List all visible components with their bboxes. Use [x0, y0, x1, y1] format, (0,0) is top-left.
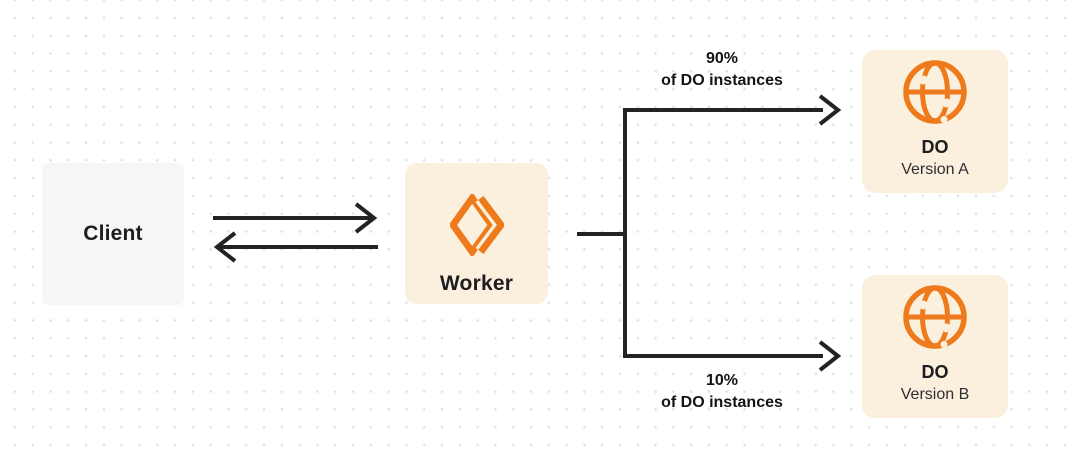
client-label: Client: [83, 222, 143, 245]
branch-b-label: 10% of DO instances: [612, 370, 832, 414]
branch-b-percent: 10%: [705, 372, 739, 389]
do-version-b-node: DO Version B: [862, 275, 1008, 418]
do-a-title: DO: [921, 137, 949, 157]
do-a-subtitle: Version A: [901, 161, 969, 178]
worker-label: Worker: [439, 271, 514, 295]
branch-a-caption: of DO instances: [661, 72, 783, 89]
branch-a-percent: 90%: [705, 50, 739, 67]
branch-b-caption: of DO instances: [661, 394, 783, 411]
worker-node: Worker: [405, 163, 548, 304]
workers-chevron-icon: [449, 193, 504, 256]
globe-icon: [902, 59, 968, 125]
client-to-worker-arrow: [213, 202, 378, 234]
branch-a-label: 90% of DO instances: [612, 48, 832, 92]
branch-arrow-version-a: [818, 94, 842, 126]
do-b-subtitle: Version B: [900, 386, 970, 403]
globe-icon: [902, 284, 968, 350]
do-b-title: DO: [921, 362, 949, 382]
worker-to-client-arrow: [213, 231, 378, 263]
branch-trunk-line: [577, 108, 823, 358]
client-node: Client: [42, 163, 184, 305]
do-version-a-node: DO Version A: [862, 50, 1008, 193]
branch-arrow-version-b: [818, 340, 842, 372]
